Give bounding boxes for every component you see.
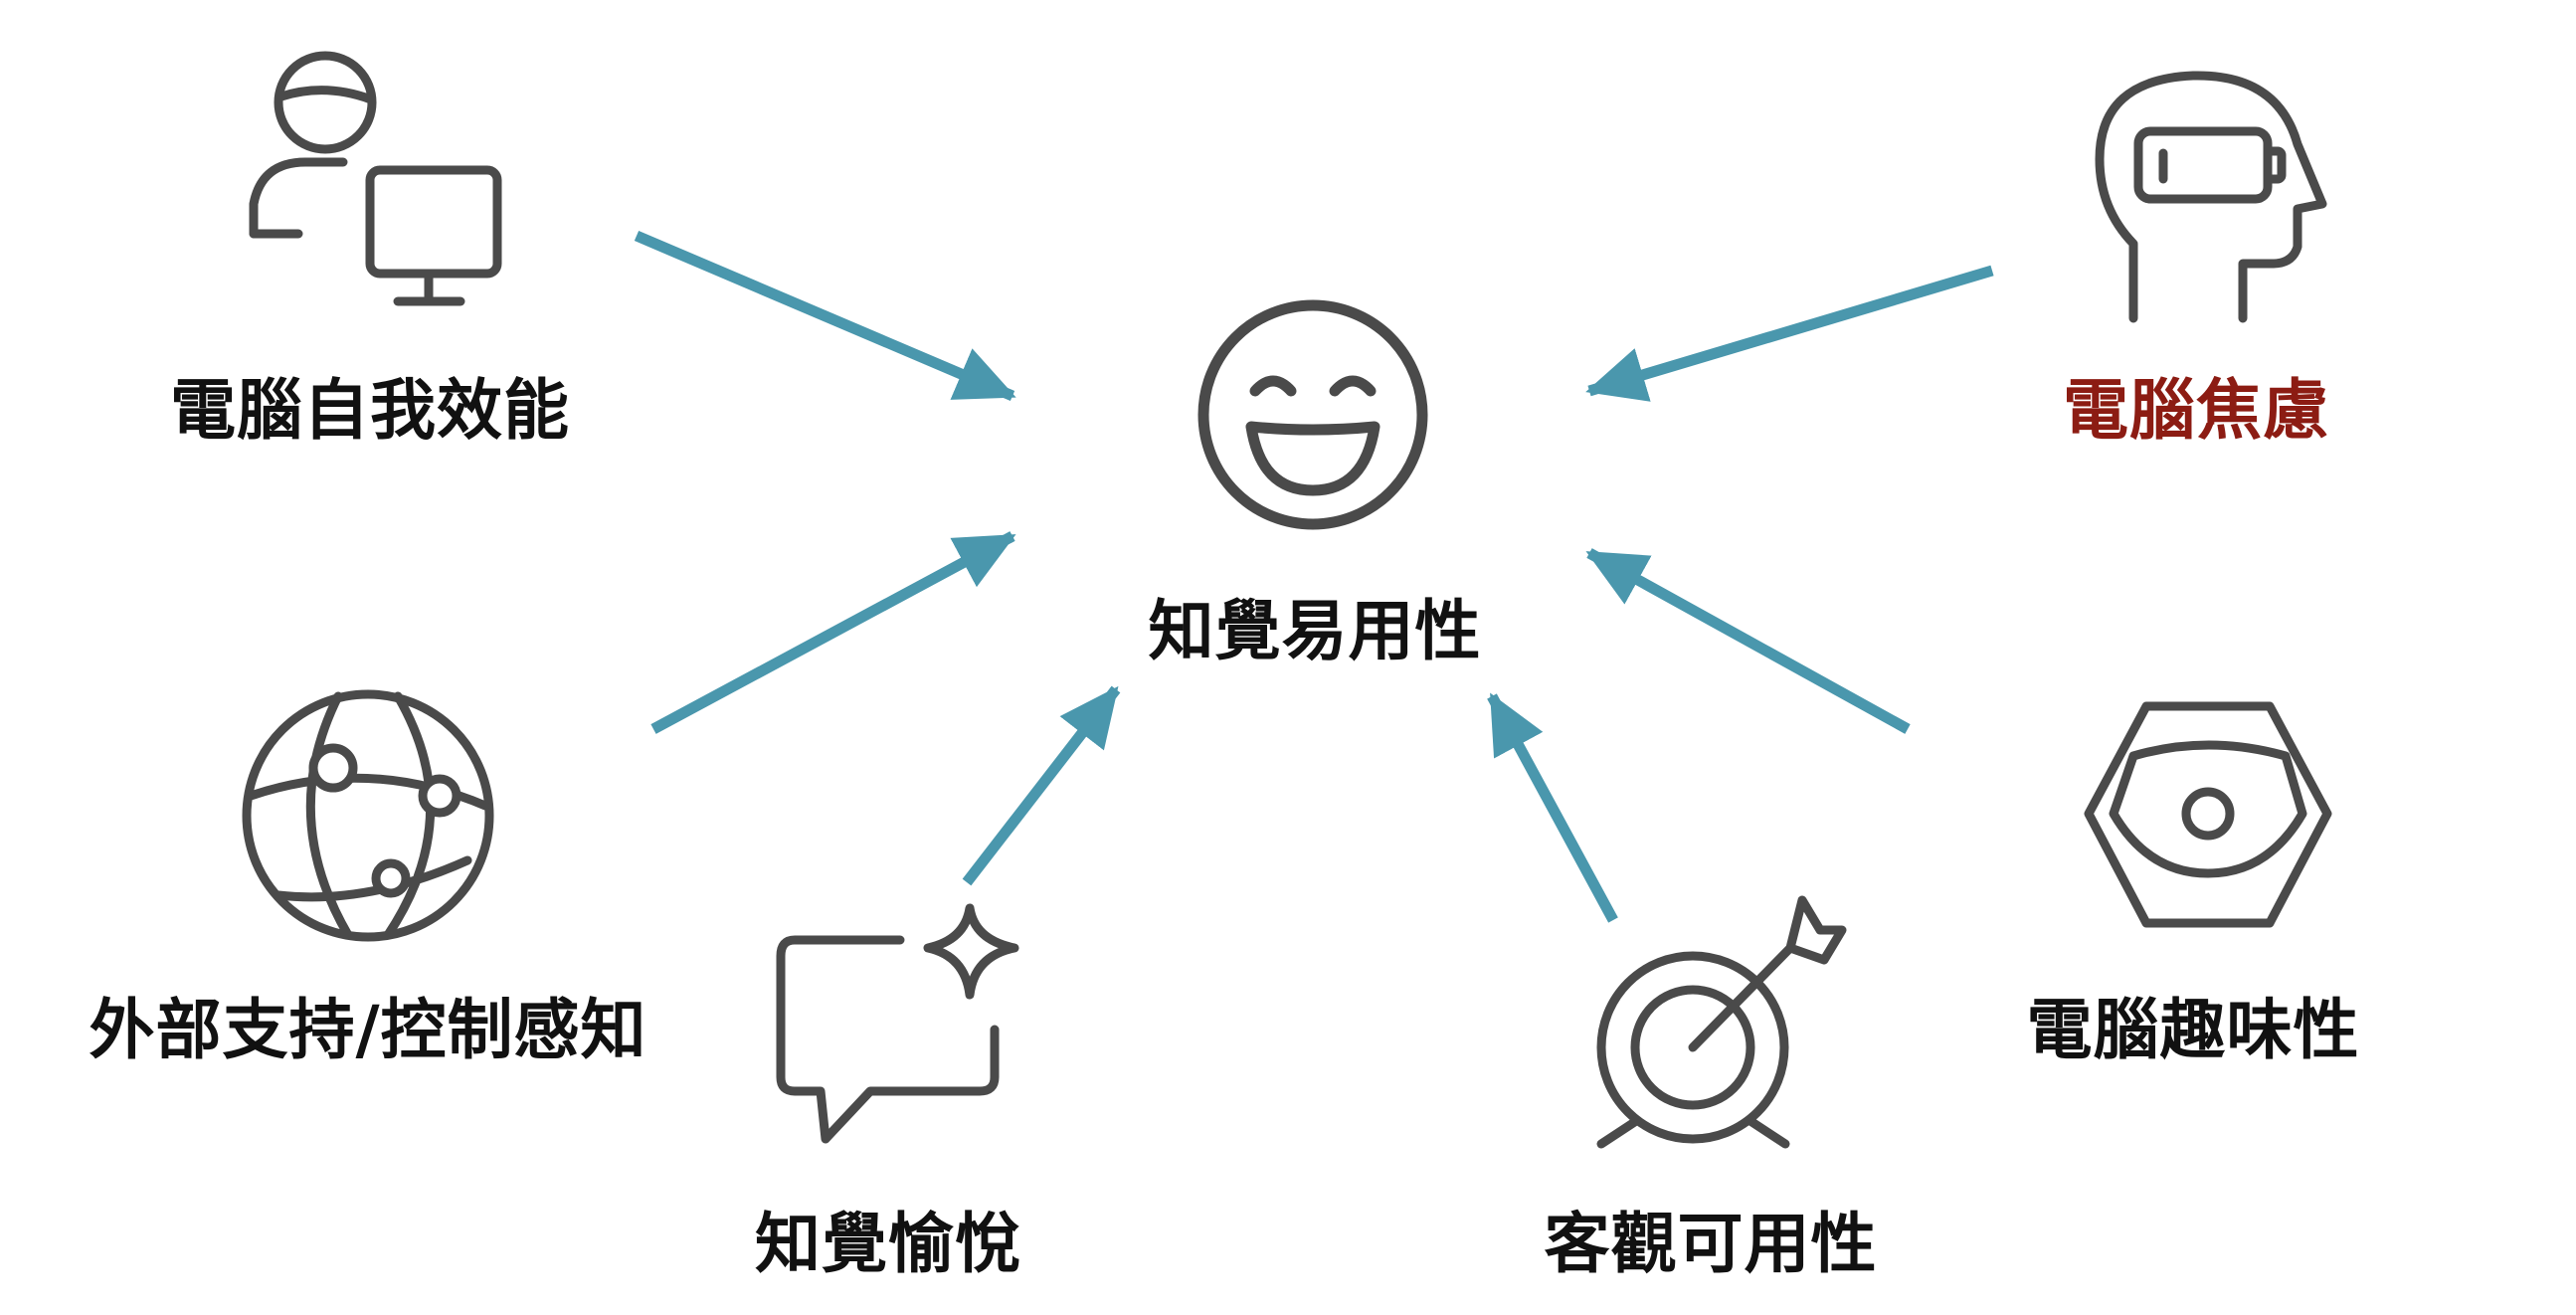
center-label-perceived-ease-of-use: 知覺易用性 bbox=[1148, 593, 1482, 669]
arrow-computer-playfulness bbox=[1585, 548, 1911, 734]
network-globe-icon bbox=[242, 689, 494, 942]
arrow-perceived-enjoyment bbox=[962, 685, 1121, 886]
arrow-computer-anxiety bbox=[1585, 265, 1994, 402]
node-label-computer-playfulness: 電腦趣味性 bbox=[2026, 992, 2360, 1068]
head-battery-icon bbox=[2095, 71, 2327, 323]
arrow-objective-usability bbox=[1487, 692, 1618, 923]
chat-sparkle-icon bbox=[776, 903, 1019, 1144]
smiley-face-icon bbox=[1197, 299, 1428, 530]
arrow-computer-self-efficacy bbox=[634, 230, 1016, 402]
hexagon-nut-icon bbox=[2084, 701, 2332, 928]
node-label-external-control: 外部支持/控制感知 bbox=[89, 992, 647, 1068]
node-label-objective-usability: 客觀可用性 bbox=[1544, 1206, 1878, 1282]
arrow-external-control bbox=[650, 531, 1016, 734]
target-arrow-icon bbox=[1596, 895, 1847, 1149]
user-computer-icon bbox=[249, 51, 502, 306]
node-label-computer-self-efficacy: 電腦自我效能 bbox=[170, 372, 570, 449]
node-label-computer-anxiety: 電腦焦慮 bbox=[2063, 372, 2329, 449]
node-label-perceived-enjoyment: 知覺愉悅 bbox=[755, 1206, 1021, 1282]
